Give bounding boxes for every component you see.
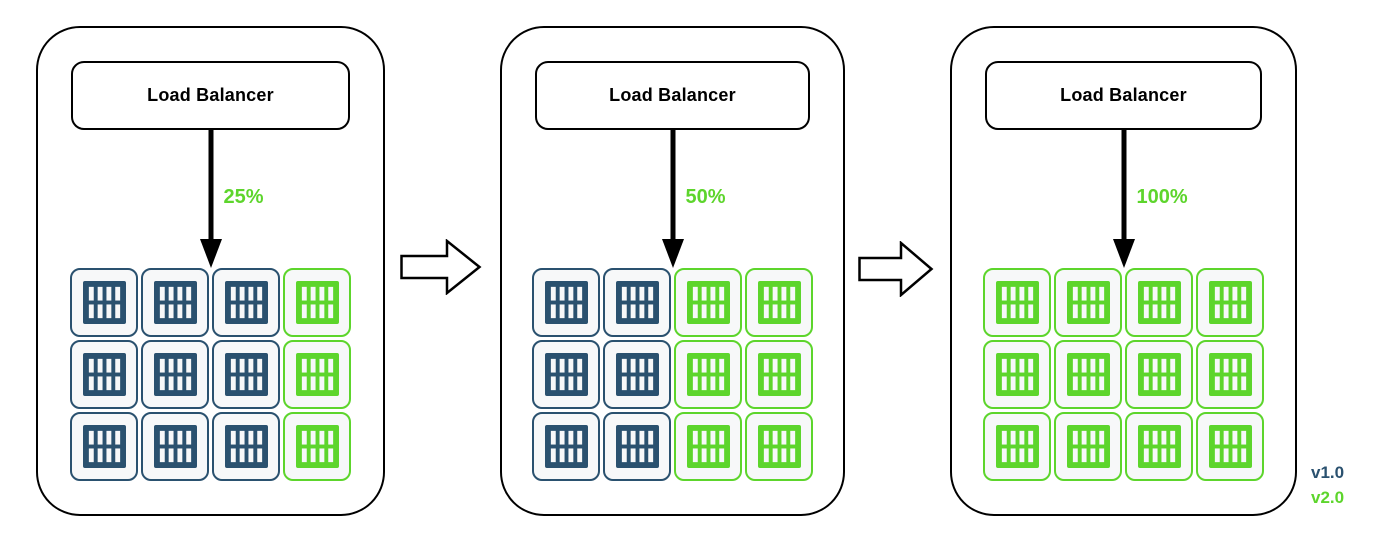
version-legend: v1.0 v2.0 <box>1311 460 1344 510</box>
stage-panel-25: Load Balancer 25% <box>36 26 385 516</box>
container-icon <box>686 281 730 324</box>
next-stage-arrow-icon <box>400 239 482 295</box>
legend-v2: v2.0 <box>1311 488 1345 507</box>
container-icon <box>1066 425 1110 468</box>
traffic-percentage: 25% <box>223 186 264 208</box>
container-icon <box>1137 281 1181 324</box>
traffic-flow: 25% <box>38 130 383 268</box>
container-icon <box>295 425 339 468</box>
server-grid <box>983 268 1264 481</box>
container-icon <box>82 425 126 468</box>
server-tile-v1 <box>212 340 280 409</box>
container-icon <box>995 281 1039 324</box>
server-tile-v2 <box>1125 340 1193 409</box>
legend-v1: v1.0 <box>1311 463 1345 482</box>
load-balancer-box: Load Balancer <box>71 61 350 130</box>
container-icon <box>295 353 339 396</box>
server-tile-v2 <box>1054 340 1122 409</box>
load-balancer-label: Load Balancer <box>1060 85 1187 105</box>
stage-panel-50: Load Balancer 50% <box>500 26 845 516</box>
container-icon <box>1208 281 1252 324</box>
server-tile-v1 <box>141 340 209 409</box>
container-icon <box>1066 353 1110 396</box>
down-arrow-icon <box>661 130 684 268</box>
container-icon <box>995 353 1039 396</box>
server-tile-v1 <box>70 412 138 481</box>
next-stage-arrow-icon <box>858 241 934 297</box>
server-tile-v2 <box>283 412 351 481</box>
server-tile-v2 <box>983 412 1051 481</box>
server-tile-v2 <box>745 268 813 337</box>
server-tile-v2 <box>1196 412 1264 481</box>
traffic-flow: 100% <box>952 130 1295 268</box>
container-icon <box>153 353 197 396</box>
container-icon <box>995 425 1039 468</box>
server-grid <box>532 268 813 481</box>
server-tile-v2 <box>1125 412 1193 481</box>
server-tile-v1 <box>603 340 671 409</box>
server-tile-v1 <box>70 268 138 337</box>
container-icon <box>757 353 801 396</box>
server-tile-v2 <box>745 340 813 409</box>
container-icon <box>1137 353 1181 396</box>
load-balancer-label: Load Balancer <box>147 85 274 105</box>
server-tile-v1 <box>532 412 600 481</box>
server-tile-v2 <box>1196 268 1264 337</box>
down-arrow-icon <box>1112 130 1135 268</box>
server-tile-v2 <box>1054 412 1122 481</box>
traffic-percentage: 100% <box>1136 186 1188 208</box>
container-icon <box>224 425 268 468</box>
server-tile-v1 <box>141 268 209 337</box>
server-tile-v2 <box>283 340 351 409</box>
server-tile-v1 <box>532 340 600 409</box>
load-balancer-box: Load Balancer <box>985 61 1262 130</box>
container-icon <box>224 353 268 396</box>
server-tile-v1 <box>212 268 280 337</box>
container-icon <box>544 425 588 468</box>
server-tile-v2 <box>745 412 813 481</box>
container-icon <box>1208 353 1252 396</box>
container-icon <box>757 425 801 468</box>
container-icon <box>1137 425 1181 468</box>
server-tile-v2 <box>674 412 742 481</box>
container-icon <box>153 425 197 468</box>
down-arrow-icon <box>199 130 222 268</box>
server-tile-v1 <box>212 412 280 481</box>
server-tile-v1 <box>603 412 671 481</box>
server-tile-v1 <box>70 340 138 409</box>
container-icon <box>686 425 730 468</box>
traffic-percentage: 50% <box>685 186 726 208</box>
container-icon <box>615 353 659 396</box>
container-icon <box>224 281 268 324</box>
server-tile-v1 <box>532 268 600 337</box>
server-tile-v2 <box>1054 268 1122 337</box>
traffic-flow: 50% <box>502 130 843 268</box>
container-icon <box>1208 425 1252 468</box>
container-icon <box>82 353 126 396</box>
container-icon <box>615 425 659 468</box>
load-balancer-box: Load Balancer <box>535 61 810 130</box>
container-icon <box>757 281 801 324</box>
server-tile-v1 <box>141 412 209 481</box>
container-icon <box>544 353 588 396</box>
server-tile-v2 <box>983 340 1051 409</box>
stage-panel-100: Load Balancer 100% <box>950 26 1297 516</box>
container-icon <box>82 281 126 324</box>
container-icon <box>615 281 659 324</box>
server-tile-v2 <box>674 340 742 409</box>
container-icon <box>1066 281 1110 324</box>
server-tile-v2 <box>1196 340 1264 409</box>
server-tile-v2 <box>1125 268 1193 337</box>
server-tile-v2 <box>983 268 1051 337</box>
server-tile-v2 <box>674 268 742 337</box>
server-tile-v1 <box>603 268 671 337</box>
container-icon <box>153 281 197 324</box>
server-tile-v2 <box>283 268 351 337</box>
container-icon <box>544 281 588 324</box>
load-balancer-label: Load Balancer <box>609 85 736 105</box>
container-icon <box>295 281 339 324</box>
server-grid <box>70 268 351 481</box>
container-icon <box>686 353 730 396</box>
